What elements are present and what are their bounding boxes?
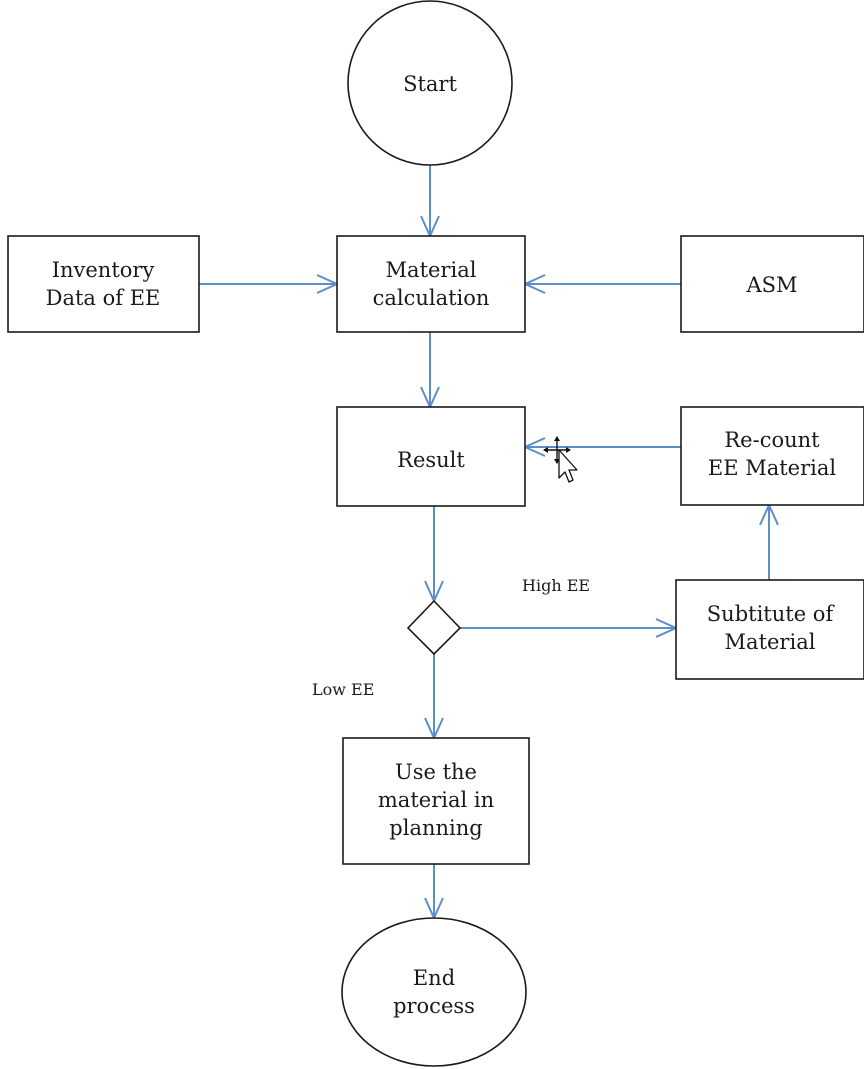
start-label: Start: [403, 72, 457, 96]
use-material-label-line2: material in: [378, 788, 494, 812]
shapes: [7, 0, 864, 1067]
recount-label-line2: EE Material: [708, 456, 836, 480]
substitute-label-line2: Material: [725, 630, 816, 654]
inventory-node: [7, 235, 200, 333]
end-label-line2: process: [393, 994, 475, 1018]
material-calc-label-line1: Material: [386, 258, 477, 282]
move-cursor-icon: [543, 436, 578, 483]
asm-node: [680, 235, 864, 333]
inventory-label-line2: Data of EE: [46, 286, 161, 310]
end-label-line1: End: [413, 966, 455, 990]
result-node: [336, 406, 526, 507]
low-ee-label: Low EE: [312, 680, 374, 699]
result-label: Result: [397, 448, 465, 472]
decision-node: [406, 599, 462, 656]
asm-label: ASM: [745, 273, 797, 297]
inventory-label-line1: Inventory: [52, 258, 155, 282]
recount-node: [680, 406, 864, 506]
recount-label-line1: Re-count: [724, 428, 820, 452]
use-material-label-line1: Use the: [395, 760, 477, 784]
substitute-node: [675, 579, 864, 680]
high-ee-label: High EE: [522, 576, 590, 595]
substitute-label-line1: Subtitute of: [707, 602, 836, 626]
use-material-node: [342, 737, 530, 865]
connectors: [199, 165, 769, 918]
end-node: [341, 917, 527, 1067]
use-material-label-line3: planning: [389, 816, 482, 840]
material-calc-node: [336, 235, 526, 333]
material-calc-label-line2: calculation: [373, 286, 490, 310]
start-node: [347, 0, 513, 166]
